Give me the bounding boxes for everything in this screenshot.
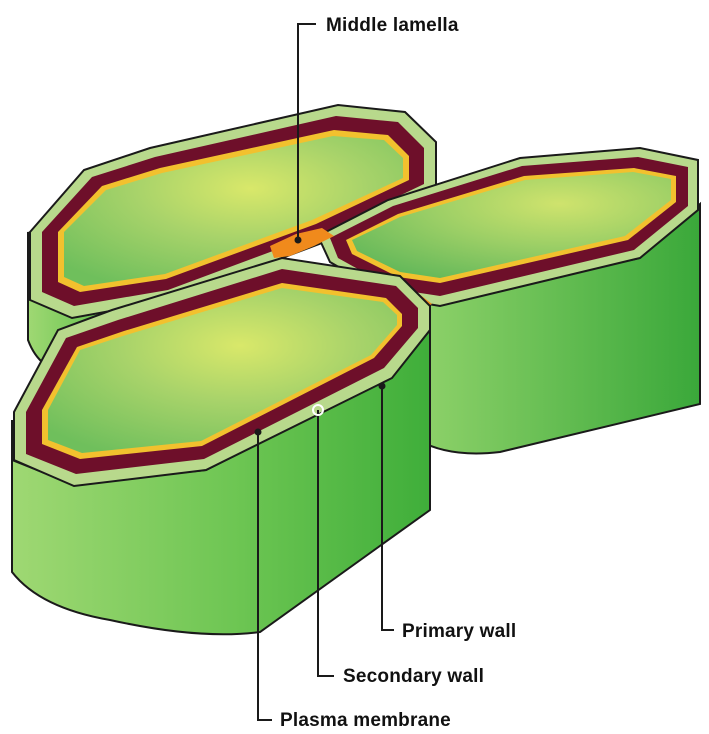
leader-dot (255, 429, 262, 436)
leader-dot (295, 237, 302, 244)
label-middle-lamella: Middle lamella (326, 16, 459, 35)
label-secondary-wall: Secondary wall (343, 667, 484, 686)
label-plasma-membrane: Plasma membrane (280, 711, 451, 730)
label-primary-wall: Primary wall (402, 622, 516, 641)
leader-dot (379, 383, 386, 390)
